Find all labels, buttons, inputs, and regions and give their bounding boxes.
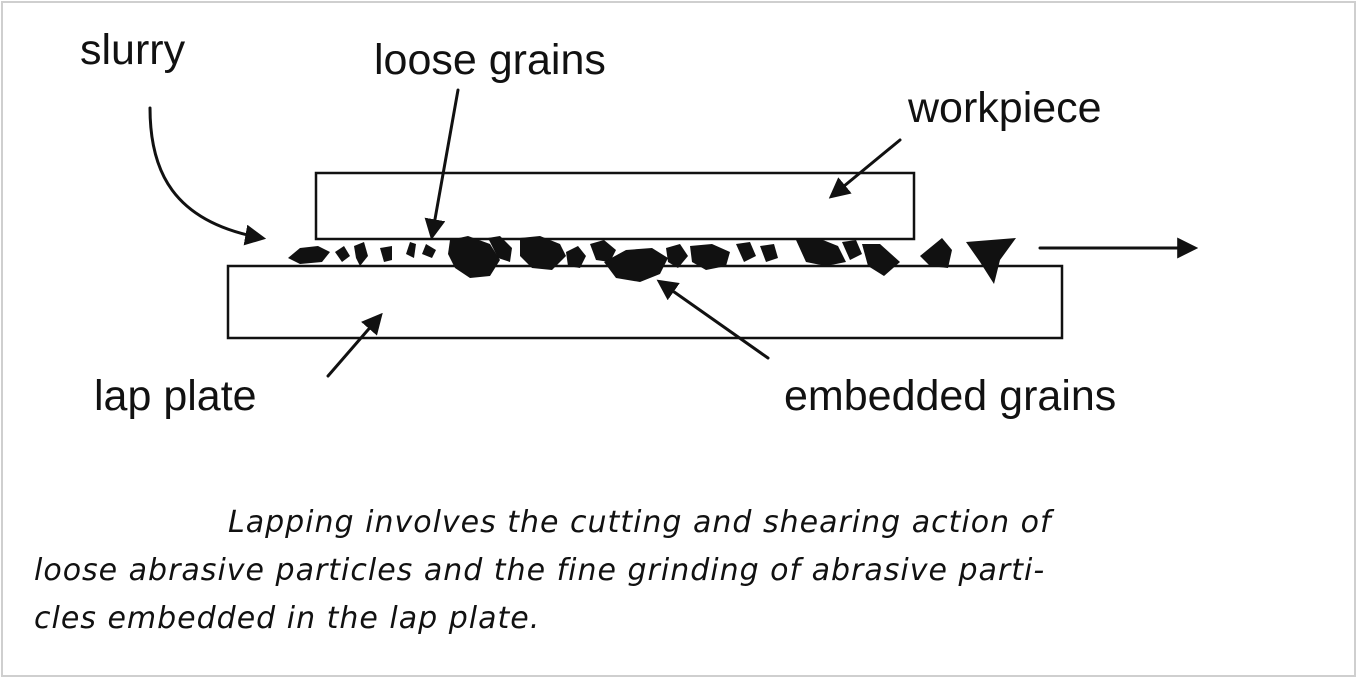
grain	[666, 244, 688, 268]
caption-line-2: loose abrasive particles and the fine gr…	[34, 553, 1045, 588]
grain	[335, 246, 350, 262]
grain	[760, 244, 778, 262]
embedded-grains-arrow	[656, 279, 770, 360]
grain	[690, 244, 730, 270]
lap-plate-arrow	[326, 312, 383, 378]
loose-grains-label: loose grains	[374, 36, 606, 84]
grain	[488, 236, 512, 262]
grain	[422, 244, 436, 258]
loose-grains-arrow	[424, 88, 460, 241]
grain	[448, 236, 500, 278]
workpiece-block	[314, 171, 916, 241]
grain	[590, 240, 616, 262]
grain	[406, 242, 416, 258]
grain	[380, 246, 392, 262]
workpiece-label: workpiece	[907, 84, 1102, 132]
grain	[966, 238, 1016, 284]
workpiece-arrow	[828, 138, 902, 199]
embedded-grains-label: embedded grains	[784, 372, 1116, 420]
grain	[354, 242, 368, 266]
caption-line-1: Lapping involves the cutting and shearin…	[228, 505, 1055, 540]
lap-plate-label: lap plate	[94, 372, 257, 420]
caption-line-3: cles embedded in the lap plate.	[34, 601, 540, 636]
grain	[842, 240, 862, 260]
grain	[862, 244, 900, 276]
grain	[796, 238, 846, 266]
slurry-label: slurry	[80, 26, 186, 74]
slurry-arrow	[148, 106, 267, 246]
grain	[566, 246, 586, 268]
abrasive-grains	[288, 236, 1016, 284]
grain	[520, 236, 566, 270]
grain	[736, 242, 756, 262]
grain	[288, 246, 330, 264]
grain	[920, 238, 952, 268]
grain	[604, 248, 668, 282]
